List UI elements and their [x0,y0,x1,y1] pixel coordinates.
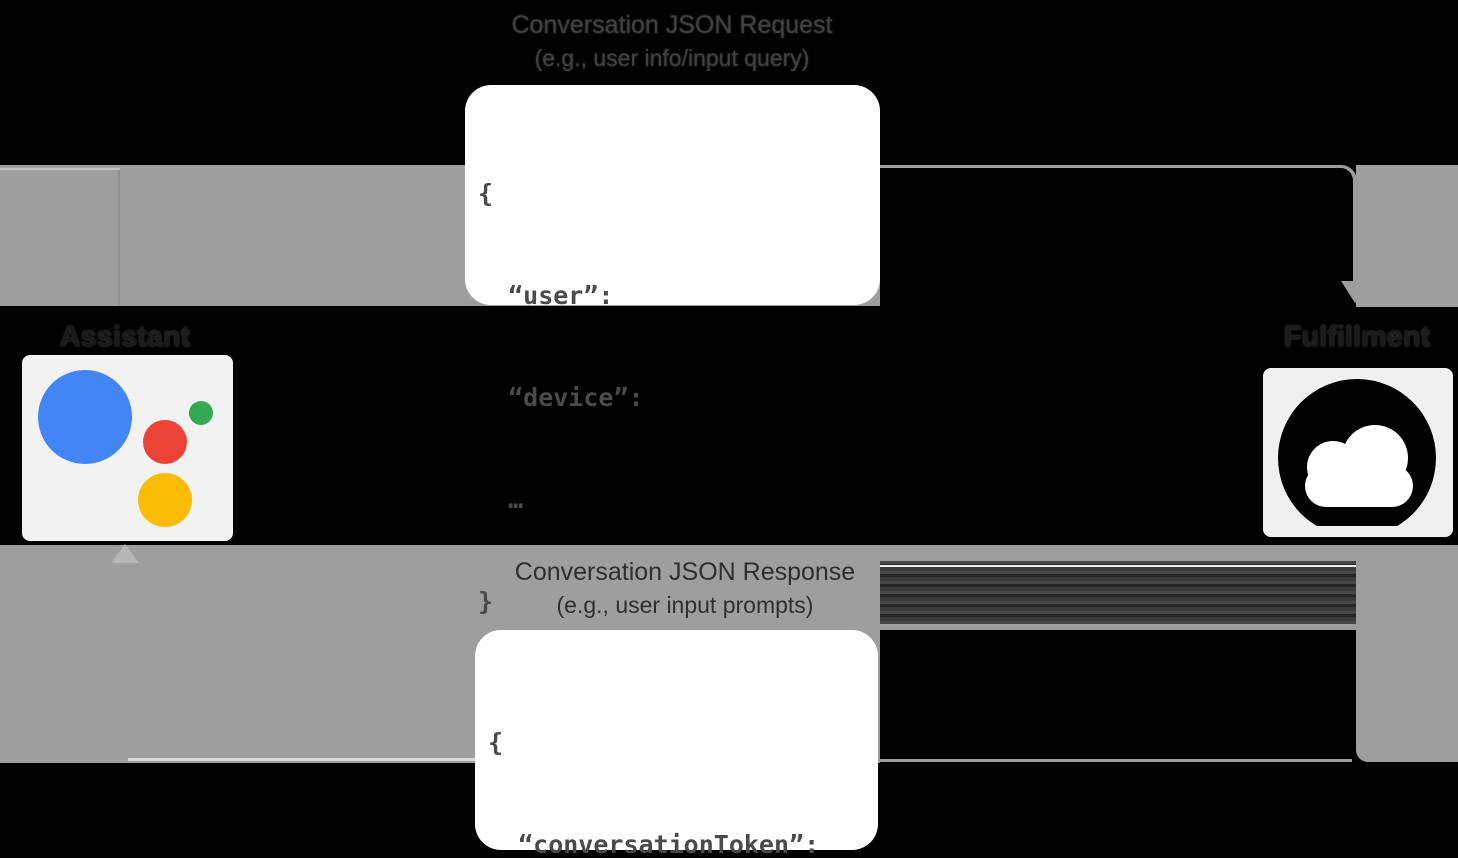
fulfillment-node [1263,368,1453,537]
assistant-yellow-circle [138,473,192,527]
code-line: { [488,728,504,757]
code-line: } [478,587,494,616]
gray-slab-bottom-mid [880,545,1356,561]
response-arrow-line-right [877,759,1352,762]
gray-slab-bottom-right [1356,545,1458,762]
code-line: { [478,179,494,208]
request-caption: Conversation JSON Request (e.g., user in… [329,10,1015,72]
response-caption-line1: Conversation JSON Response [514,558,856,586]
assistant-red-circle [143,420,187,464]
response-json-code: { “conversationToken”: “userStorage”: … … [488,658,819,858]
response-arrowhead-icon [111,544,139,563]
assistant-node [22,355,233,541]
torn-white-line [880,565,1356,567]
request-caption-line2: (e.g., user info/input query) [534,45,810,71]
code-line: … [478,485,524,514]
code-line: “conversationToken”: [488,830,820,858]
gray-strip-under-stripes [880,624,1356,630]
request-arrow-left-stub [0,168,120,170]
response-caption-line2: (e.g., user input prompts) [556,592,814,618]
request-arrow-left-vertical [118,170,120,306]
code-line: “device”: [478,383,644,412]
cloud-icon [1263,379,1453,537]
request-caption-line1: Conversation JSON Request [511,11,833,39]
response-caption: Conversation JSON Response (e.g., user i… [342,557,1028,619]
response-json-card: { “conversationToken”: “userStorage”: … … [475,630,878,858]
request-arrowhead-icon [1341,281,1369,303]
gray-slab-top-right [1356,165,1458,307]
request-json-card: { “user”: “device”: … } [465,85,880,616]
response-arrow-line-left [128,758,475,761]
assistant-blue-circle [38,370,132,464]
request-arrow-line [460,165,1357,235]
torn-stripe-region [880,561,1356,624]
request-json-code: { “user”: “device”: … } [478,109,644,687]
fulfillment-label: Fulfillment [1283,321,1431,353]
code-line: “user”: [478,281,614,310]
assistant-green-circle [189,401,213,425]
assistant-label: Assistant [59,321,191,353]
request-arrow-vertical [1353,230,1357,282]
